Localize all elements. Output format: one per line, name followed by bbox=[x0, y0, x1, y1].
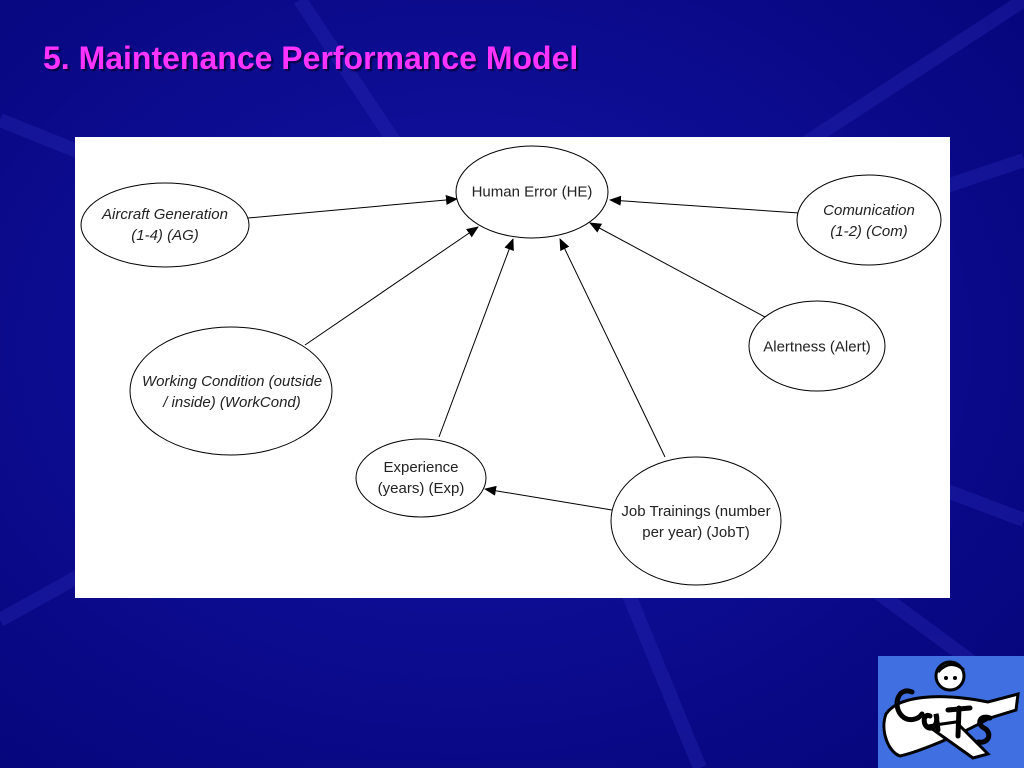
edge-alert-to-he bbox=[589, 222, 766, 318]
node-jobt-line2: per year) (JobT) bbox=[642, 524, 750, 541]
node-he-line1: Human Error (HE) bbox=[471, 183, 593, 201]
node-jobt-line1: Job Trainings (number bbox=[621, 503, 771, 520]
node-exp-label: Experience (years) (Exp) bbox=[378, 457, 465, 499]
edge-jobt-to-he bbox=[559, 238, 666, 458]
node-alert-line1: Alertness (Alert) bbox=[763, 338, 871, 356]
diagram-panel: Human Error (HE) Aircraft Generation (1-… bbox=[75, 137, 950, 598]
node-alertness bbox=[748, 300, 886, 392]
node-he-label: Human Error (HE) bbox=[472, 182, 593, 203]
node-ag-line1: Aircraft Generation bbox=[102, 206, 228, 223]
node-jobt-label: Job Trainings (number per year) (JobT) bbox=[621, 501, 770, 543]
slide-title: 5. Maintenance Performance Model bbox=[43, 40, 579, 76]
node-comunication bbox=[796, 174, 942, 266]
cats-logo-icon bbox=[878, 656, 1024, 768]
node-workcond-line1: Working Condition (outside bbox=[141, 373, 323, 390]
node-ag-label: Aircraft Generation (1-4) (AG) bbox=[102, 204, 228, 246]
edge-jobt-to-exp bbox=[484, 485, 613, 511]
node-alert-label: Alertness (Alert) bbox=[763, 337, 871, 358]
node-com-line1: Comunication bbox=[823, 202, 915, 219]
node-aircraft-generation bbox=[80, 182, 250, 268]
node-workcond-line2: / inside) (WorkCond) bbox=[163, 394, 301, 411]
node-exp-line1: Experience bbox=[383, 459, 459, 476]
node-experience bbox=[355, 438, 487, 518]
edge-com-to-he bbox=[609, 195, 800, 214]
node-com-label: Comunication (1-2) (Com) bbox=[823, 200, 915, 242]
node-working-condition bbox=[129, 326, 333, 456]
node-job-trainings bbox=[610, 456, 782, 586]
node-workcond-label: Working Condition (outside / inside) (Wo… bbox=[142, 371, 322, 413]
node-exp-line2: (years) (Exp) bbox=[377, 480, 465, 497]
node-com-line2: (1-2) (Com) bbox=[830, 223, 908, 240]
edge-workcond-to-he bbox=[304, 226, 479, 346]
node-human-error bbox=[455, 145, 609, 239]
node-ag-line2: (1-4) (AG) bbox=[131, 227, 199, 244]
diagram-edges bbox=[80, 145, 942, 586]
edge-exp-to-he bbox=[438, 238, 514, 438]
edge-ag-to-he bbox=[247, 195, 458, 219]
